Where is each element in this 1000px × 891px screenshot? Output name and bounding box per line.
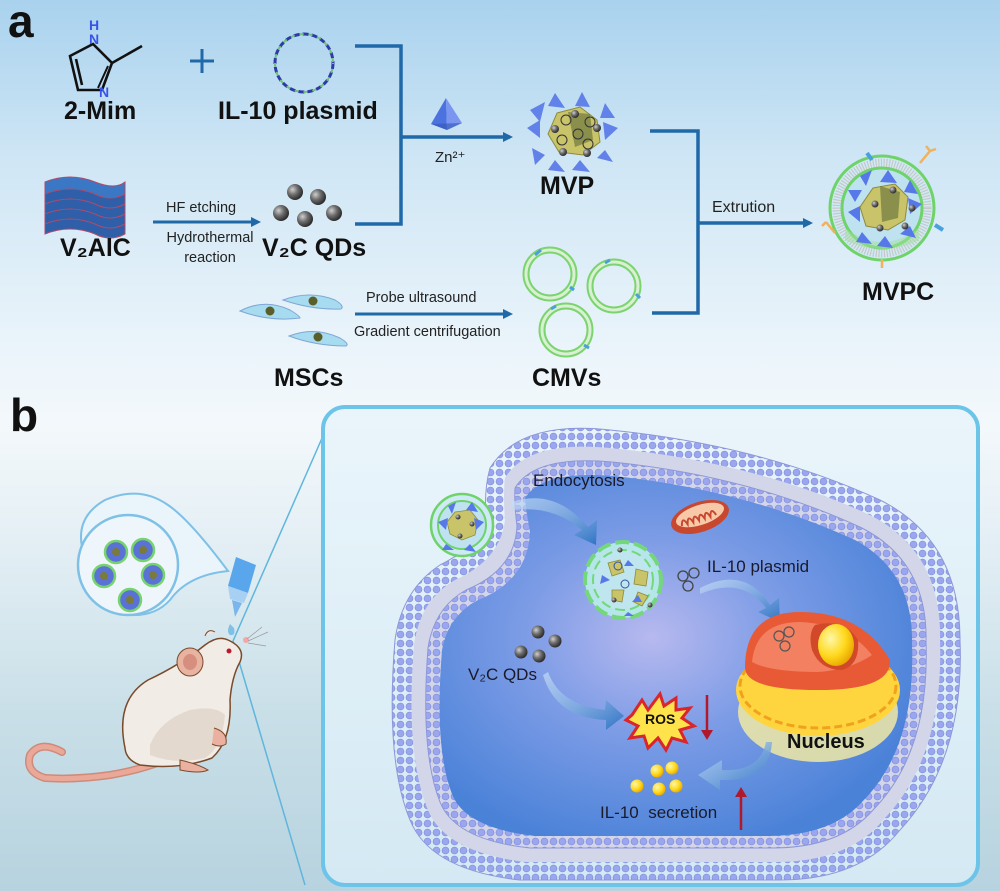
mvpc-zoom-bubble <box>76 492 230 617</box>
nucleus-icon <box>736 612 900 762</box>
v2c-qds-cluster-icon <box>273 184 342 227</box>
extrusion-bracket <box>650 129 700 315</box>
panel-a-label: a <box>8 0 34 47</box>
2-mim-structure-icon <box>68 42 143 92</box>
label-hydrothermal: Hydrothermal <box>166 230 254 246</box>
mim-n-atom-bottom: N <box>99 84 110 100</box>
il10-secretion-icon <box>630 761 683 796</box>
label-reaction: reaction <box>184 250 236 266</box>
label-mvpc: MVPC <box>862 278 935 306</box>
mvpc-particle-icon <box>821 145 945 268</box>
mvp-particle-icon <box>527 92 618 172</box>
mscs-cells-icon <box>238 294 348 347</box>
label-cmvs: CMVs <box>532 364 602 392</box>
cmvs-vesicles-icon <box>522 246 642 358</box>
endosome-icon <box>583 540 663 620</box>
label-ros: ROS <box>645 711 676 727</box>
mvpc-entering-icon <box>429 492 495 558</box>
nucleus-to-secretion-arrow <box>698 742 772 790</box>
label-endocytosis: Endocytosis <box>533 471 625 490</box>
label-zn: Zn²⁺ <box>435 149 466 166</box>
cell-membrane <box>391 427 961 881</box>
v2alc-layers-icon <box>44 176 126 239</box>
ros-burst-icon <box>623 690 698 753</box>
label-gradient-centrifugation: Gradient centrifugation <box>354 324 501 340</box>
mitochondrion-icon <box>671 499 729 535</box>
label-b-il10-plasmid: IL-10 plasmid <box>707 557 810 576</box>
v2c-qds-inside-icon <box>514 625 562 663</box>
mim-n-atom-top: N <box>89 31 100 47</box>
endocytosis-arrow <box>512 498 597 545</box>
label-mvp: MVP <box>540 172 595 200</box>
zn-tetrahedron-icon <box>431 98 462 130</box>
label-il10-secretion: IL-10 secretion <box>600 803 718 822</box>
released-plasmids-icon <box>677 567 700 592</box>
label-extrusion: Extrution <box>712 199 776 216</box>
zoom-callout-lines <box>232 419 331 886</box>
merge-bracket <box>355 44 403 226</box>
label-v2alc: V₂AlC <box>60 234 131 262</box>
mim-h-atom: H <box>89 17 100 33</box>
label-b-v2c-qds: V₂C QDs <box>468 665 537 684</box>
mouse-illustration <box>25 626 269 783</box>
label-il10-plasmid: IL-10 plasmid <box>218 97 378 125</box>
dropper-bottle-icon <box>228 557 256 636</box>
label-probe-ultrasound: Probe ultrasound <box>366 290 477 306</box>
label-mscs: MSCs <box>274 364 344 392</box>
qds-to-ros-arrow <box>543 672 624 730</box>
plasmid-ring-icon <box>273 32 335 94</box>
label-hf-etching: HF etching <box>166 200 237 216</box>
label-nucleus: Nucleus <box>787 731 865 753</box>
label-2-mim: 2-Mim <box>64 97 137 125</box>
label-v2c-qds: V₂C QDs <box>262 234 367 262</box>
panel-b-label: b <box>10 389 39 441</box>
plasmid-to-nucleus-arrow <box>700 579 780 622</box>
plus-icon <box>190 49 214 73</box>
